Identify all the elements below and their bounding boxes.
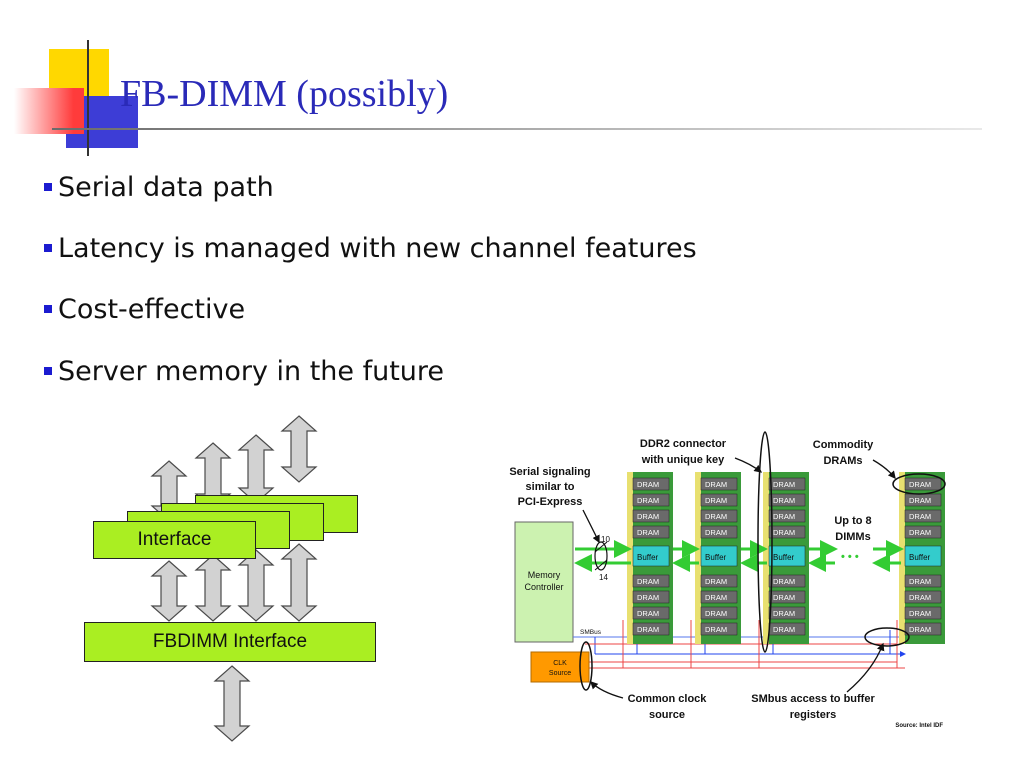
dram-label: DRAM bbox=[773, 528, 795, 537]
clk-label-2: Source bbox=[549, 670, 571, 677]
ellipsis-dots: • • • bbox=[841, 551, 859, 563]
up-down-arrow-icon bbox=[150, 560, 188, 622]
commodity-drams-text: Commodity bbox=[813, 439, 874, 451]
lane-count-top: 10 bbox=[601, 535, 610, 544]
bullet-item: Serial data path bbox=[44, 172, 274, 203]
source-note: Source: Intel IDF bbox=[895, 723, 943, 729]
dram-label: DRAM bbox=[637, 496, 659, 505]
up-down-arrow-icon bbox=[237, 549, 275, 622]
dram-label: DRAM bbox=[773, 577, 795, 586]
dram-label: DRAM bbox=[909, 577, 931, 586]
ddr2-connector-text: DDR2 connector bbox=[640, 438, 727, 450]
fbdimm-interface-box: FBDIMM Interface bbox=[84, 622, 376, 662]
dram-label: DRAM bbox=[705, 480, 727, 489]
commodity-drams-text: DRAMs bbox=[823, 455, 862, 467]
dram-label: DRAM bbox=[909, 609, 931, 618]
dram-label: DRAM bbox=[773, 480, 795, 489]
fbdimm-architecture-diagram: Memory Controller SMBus CLK Source bbox=[509, 431, 946, 729]
bullet-square-icon bbox=[44, 244, 52, 252]
dram-label: DRAM bbox=[705, 528, 727, 537]
dram-label: DRAM bbox=[637, 512, 659, 521]
dram-label: DRAM bbox=[705, 625, 727, 634]
bullet-square-icon bbox=[44, 367, 52, 375]
dram-label: DRAM bbox=[705, 609, 727, 618]
dram-label: DRAM bbox=[773, 609, 795, 618]
serial-signaling-text: PCI-Express bbox=[518, 496, 583, 508]
bullet-text: Cost-effective bbox=[58, 294, 246, 325]
bullet-item: Latency is managed with new channel feat… bbox=[44, 233, 697, 264]
bullet-text: Server memory in the future bbox=[58, 356, 445, 387]
common-clock-text: source bbox=[649, 709, 685, 721]
dimm-module bbox=[627, 472, 673, 644]
bullet-text: Serial data path bbox=[58, 172, 274, 203]
dram-label: DRAM bbox=[773, 593, 795, 602]
dram-label: DRAM bbox=[637, 528, 659, 537]
serial-signaling-text: similar to bbox=[526, 481, 575, 493]
dram-label: DRAM bbox=[637, 625, 659, 634]
interface-label: Interface bbox=[137, 529, 212, 550]
dram-label: DRAM bbox=[909, 593, 931, 602]
dram-label: DRAM bbox=[637, 577, 659, 586]
bullet-item: Cost-effective bbox=[44, 294, 245, 325]
common-clock-text: Common clock bbox=[628, 693, 708, 705]
ddr2-connector-text: with unique key bbox=[641, 454, 725, 466]
fbdimm-interface-label: FBDIMM Interface bbox=[152, 631, 308, 652]
clk-highlight-ellipse bbox=[579, 641, 593, 691]
smbus-access-text: SMbus access to buffer bbox=[751, 693, 875, 705]
dram-label: DRAM bbox=[773, 496, 795, 505]
dram-label: DRAM bbox=[705, 512, 727, 521]
dram-label: DRAM bbox=[705, 577, 727, 586]
dimm-module bbox=[695, 472, 741, 644]
connector-highlight-ellipse bbox=[757, 431, 773, 653]
memory-controller-box bbox=[514, 521, 574, 643]
buffer-label: Buffer bbox=[909, 553, 931, 562]
up-to-8-text: Up to 8 bbox=[834, 515, 871, 527]
smbus-label: SMBus bbox=[580, 629, 602, 636]
dram-label: DRAM bbox=[637, 480, 659, 489]
up-to-8-text: DIMMs bbox=[835, 531, 870, 543]
decor-vertical-line bbox=[87, 40, 89, 156]
interface-box: Interface bbox=[93, 521, 256, 559]
serial-signaling-text: Serial signaling bbox=[509, 466, 590, 478]
memory-controller-label-1: Memory bbox=[528, 570, 561, 580]
clk-label-1: CLK bbox=[553, 660, 567, 667]
lane-ellipse bbox=[594, 541, 608, 571]
bullet-item: Server memory in the future bbox=[44, 356, 444, 387]
dram-label: DRAM bbox=[909, 512, 931, 521]
title-underline bbox=[52, 128, 982, 130]
bullet-text: Latency is managed with new channel feat… bbox=[58, 233, 697, 264]
bullet-square-icon bbox=[44, 305, 52, 313]
memory-controller-label-2: Controller bbox=[524, 582, 563, 592]
dram-label: DRAM bbox=[909, 480, 931, 489]
page-title: FB-DIMM (possibly) bbox=[120, 73, 449, 115]
dimm-module bbox=[763, 472, 809, 644]
up-down-arrow-icon bbox=[237, 434, 275, 504]
bullet-square-icon bbox=[44, 183, 52, 191]
buffer-label: Buffer bbox=[773, 553, 795, 562]
dram-label: DRAM bbox=[637, 609, 659, 618]
dram-label: DRAM bbox=[909, 625, 931, 634]
up-down-arrow-icon bbox=[280, 543, 318, 622]
lane-count-bottom: 14 bbox=[599, 573, 608, 582]
dram-label: DRAM bbox=[705, 593, 727, 602]
dram-label: DRAM bbox=[909, 496, 931, 505]
up-down-arrow-icon bbox=[194, 554, 232, 622]
buffer-label: Buffer bbox=[637, 553, 659, 562]
dram-label: DRAM bbox=[705, 496, 727, 505]
dram-label: DRAM bbox=[909, 528, 931, 537]
dram-label: DRAM bbox=[773, 625, 795, 634]
dram-label: DRAM bbox=[773, 512, 795, 521]
up-down-arrow-icon bbox=[213, 665, 251, 742]
buffer-label: Buffer bbox=[705, 553, 727, 562]
smbus-highlight-ellipse bbox=[864, 627, 910, 647]
dram-label: DRAM bbox=[637, 593, 659, 602]
smbus-access-text: registers bbox=[790, 709, 836, 721]
dram-highlight-ellipse bbox=[892, 473, 946, 495]
up-down-arrow-icon bbox=[280, 415, 318, 483]
decor-red-bar bbox=[14, 88, 84, 134]
